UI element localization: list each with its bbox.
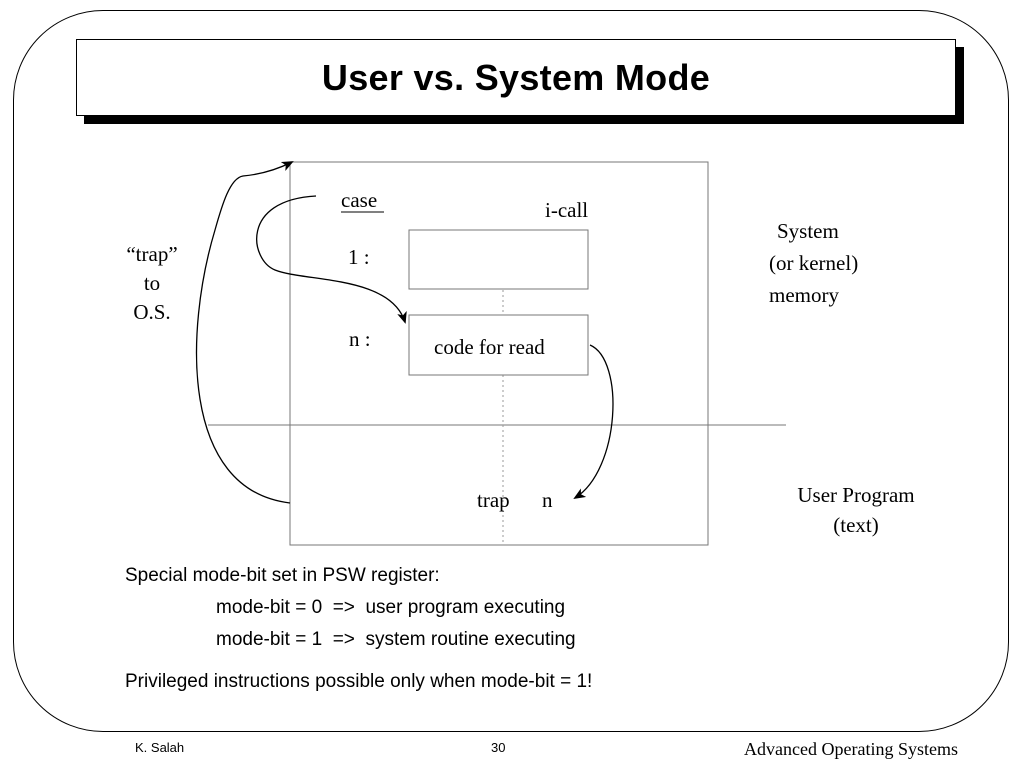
row-n-label: n : xyxy=(349,327,371,351)
trap-label: trap xyxy=(477,488,510,512)
case-label: case xyxy=(341,188,378,212)
footer-course: Advanced Operating Systems xyxy=(744,739,958,759)
note-privileged: Privileged instructions possible only wh… xyxy=(125,671,593,692)
note-mode-bit-1: mode-bit = 1 => system routine executing xyxy=(216,629,576,650)
case-to-code-arrow xyxy=(256,195,407,324)
icall-label: i-call xyxy=(545,198,589,222)
user-program-label: User Program (text) xyxy=(797,483,915,537)
code-for-read-box xyxy=(408,314,589,376)
system-memory-label: System (or kernel) memory xyxy=(769,219,859,307)
call-table-box xyxy=(408,229,589,290)
code-for-read-label: code for read xyxy=(434,335,545,359)
trap-to-os-label: “trap” to O.S. xyxy=(126,242,178,324)
trap-number-label: n xyxy=(542,488,553,512)
note-mode-bit-0: mode-bit = 0 => user program executing xyxy=(216,597,566,618)
footer-author: K. Salah xyxy=(135,740,185,755)
slide-frame xyxy=(13,10,1009,732)
row-1-label: 1 : xyxy=(348,245,370,269)
trap-to-os-arrow xyxy=(195,161,294,504)
memory-box xyxy=(289,161,709,546)
footer-page-number: 30 xyxy=(491,740,506,755)
note-mode-bit: Special mode-bit set in PSW register: xyxy=(125,565,440,586)
return-to-trap-arrow xyxy=(573,344,614,500)
slide-title: User vs. System Mode xyxy=(321,56,711,98)
title-box: User vs. System Mode xyxy=(76,39,956,116)
